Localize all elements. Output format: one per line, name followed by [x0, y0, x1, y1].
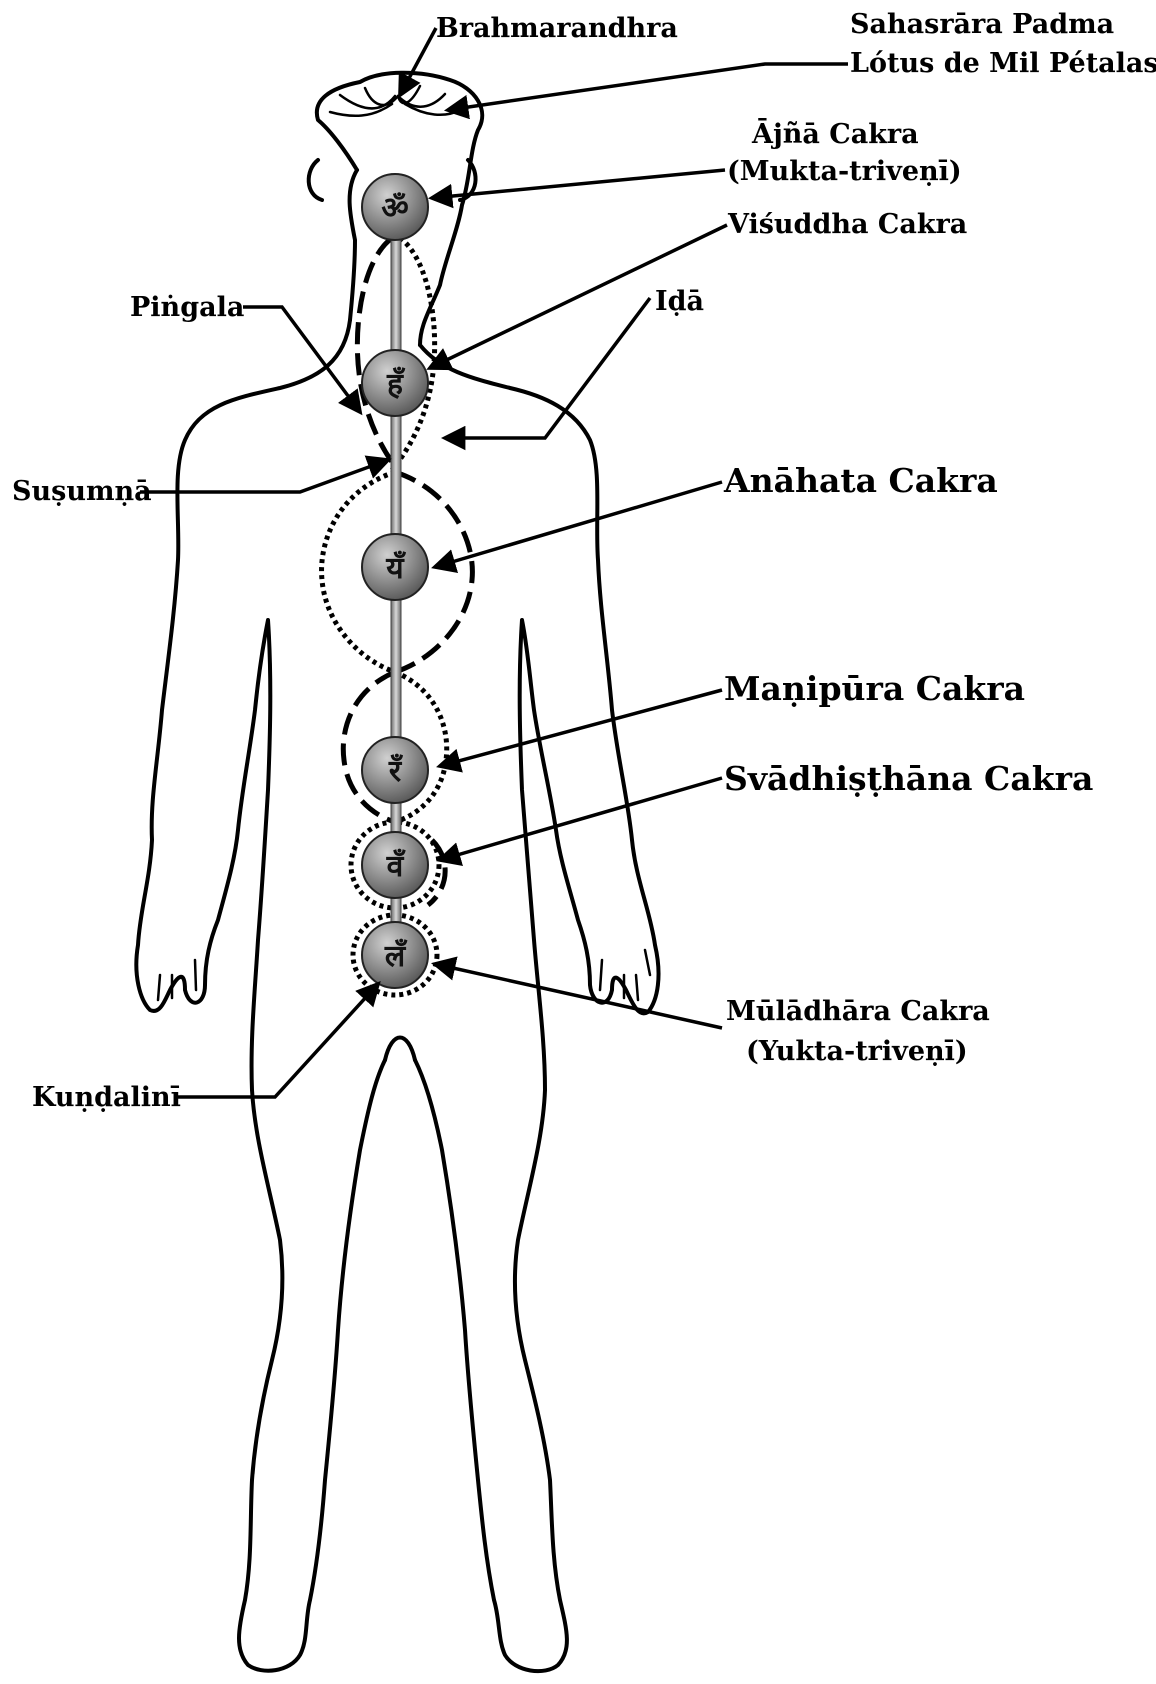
- label-ida: Iḍā: [655, 286, 704, 317]
- leader-lines: [140, 28, 848, 1097]
- bija-ajna: ॐ: [381, 191, 408, 226]
- bija-svadhisthana: वँ: [386, 848, 406, 884]
- label-visuddha: Viśuddha Cakra: [727, 209, 967, 240]
- label-sahasrara-line1: Sahasrāra Padma: [850, 9, 1114, 40]
- label-kundalini: Kuṇḍalinī: [32, 1082, 181, 1113]
- arrow-kundalini: [175, 984, 378, 1097]
- label-susumna: Suṣumṇā: [12, 476, 152, 507]
- label-svadhisthana: Svādhiṣṭhāna Cakra: [724, 759, 1093, 798]
- left-body-contour: [136, 320, 385, 1671]
- label-anahata: Anāhata Cakra: [723, 461, 998, 500]
- label-ajna-line2: (Mukta-triveṇī): [727, 156, 962, 187]
- label-brahmarandhra: Brahmarandhra: [436, 13, 678, 44]
- chakra-ajna[interactable]: ॐ: [362, 174, 428, 240]
- arrow-anahata: [435, 482, 722, 567]
- hair-strokes: [330, 86, 460, 116]
- chakra-visuddha[interactable]: हँ: [362, 350, 428, 416]
- arrow-muladhara: [435, 964, 722, 1028]
- face-outline: [350, 170, 357, 320]
- right-body-contour: [415, 345, 659, 1671]
- arrow-ida: [445, 298, 650, 438]
- label-pingala: Piṅgala: [130, 292, 244, 323]
- bija-muladhara: लँ: [384, 938, 408, 974]
- arrow-pingala: [243, 307, 360, 412]
- chakra-svadhisthana[interactable]: वँ: [362, 832, 428, 898]
- label-muladhara-line1: Mūlādhāra Cakra: [726, 996, 990, 1027]
- bija-visuddha: हँ: [386, 366, 405, 402]
- label-ajna-line1: Ājñā Cakra: [751, 117, 919, 150]
- right-hand-fingers: [600, 950, 650, 1000]
- label-muladhara-line2: (Yukta-triveṇī): [746, 1036, 968, 1067]
- label-manipura: Maṇipūra Cakra: [724, 669, 1025, 708]
- bija-anahata: यँ: [385, 550, 406, 586]
- arrow-brahmarandhra: [400, 28, 436, 95]
- bija-manipura: रँ: [388, 753, 403, 789]
- chakra-muladhara[interactable]: लँ: [362, 922, 428, 988]
- chakra-anahata[interactable]: यँ: [362, 534, 428, 600]
- label-sahasrara-line2: Lótus de Mil Pétalas: [850, 48, 1156, 79]
- arrow-sahasrara: [448, 64, 848, 110]
- arrow-svadhisthana: [440, 778, 722, 860]
- arrow-manipura: [440, 690, 722, 766]
- chakra-manipura[interactable]: रँ: [362, 737, 428, 803]
